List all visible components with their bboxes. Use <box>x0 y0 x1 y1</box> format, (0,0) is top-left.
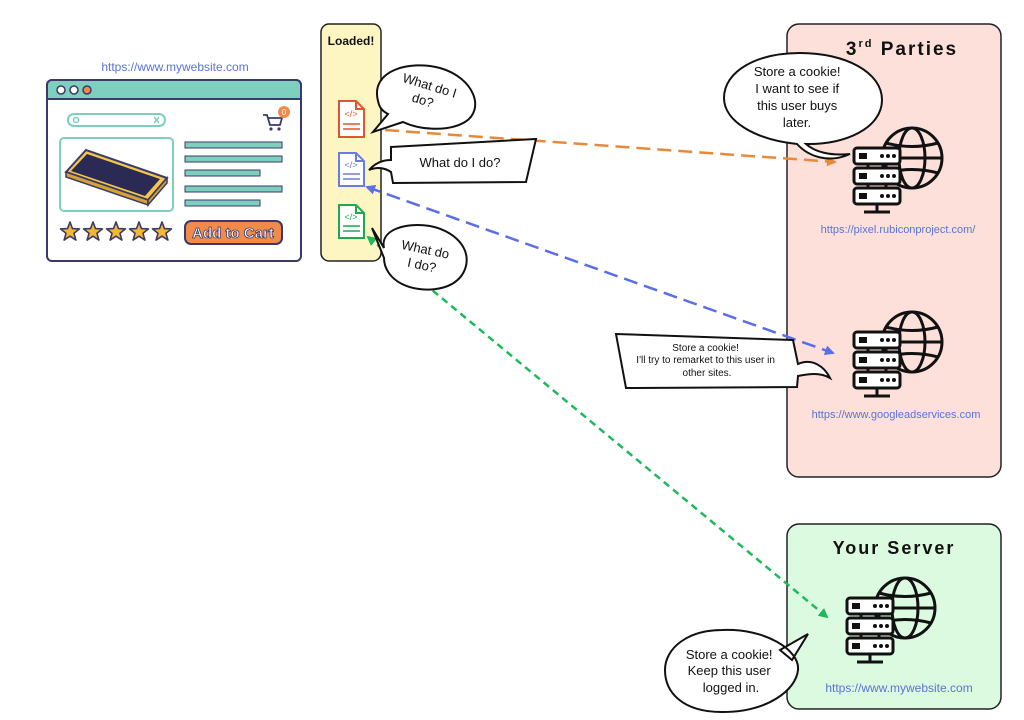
star-icon <box>128 221 150 241</box>
bubble-your-server: Store a cookie! Keep this user logged in… <box>663 628 809 714</box>
clear-icon <box>153 116 160 124</box>
add-to-cart-button[interactable]: Add to Cart <box>184 220 283 245</box>
phone-icon <box>64 148 169 208</box>
browser-title-bar <box>46 79 302 100</box>
svg-text:</>: </> <box>344 160 357 170</box>
add-to-cart-label: Add to Cart <box>192 225 274 242</box>
star-rating <box>59 221 173 241</box>
loaded-title: Loaded! <box>328 34 375 48</box>
your-server-title: Your Server <box>833 538 956 558</box>
star-icon <box>151 221 173 241</box>
your-server-url[interactable]: https://www.mywebsite.com <box>825 681 972 695</box>
product-image <box>59 137 174 212</box>
star-icon <box>82 221 104 241</box>
svg-text:Store a cookie! Keep thi: Store a cookie! Keep this user logged in… <box>686 647 776 695</box>
cart-count: 0 <box>282 108 287 117</box>
bubble-third-party-two: Store a cookie! I'll try to remarket to … <box>614 332 833 390</box>
svg-text:What do I do?: What do I do? <box>420 155 501 170</box>
star-icon <box>59 221 81 241</box>
script-tag-blue-icon: </> <box>338 152 365 187</box>
star-icon <box>105 221 127 241</box>
svg-text:Store a cookie! I'll try: Store a cookie! I'll try to remarket to … <box>636 343 777 379</box>
green-arrow <box>366 235 829 619</box>
server-one-url[interactable]: https://pixel.rubiconproject.com/ <box>821 224 977 236</box>
server-two-url[interactable]: https://www.googleadservices.com <box>812 409 981 421</box>
website-mockup: https://www.mywebsite.com 0 <box>46 60 302 262</box>
script-tag-green-icon: </> <box>338 204 365 239</box>
bubble-tag-two: What do I do? <box>368 137 538 185</box>
window-dots <box>56 85 92 95</box>
bubble-tag-three: What do I do? <box>371 224 468 291</box>
svg-text:</>: </> <box>344 212 357 222</box>
cart-icon[interactable]: 0 <box>263 106 290 131</box>
website-url[interactable]: https://www.mywebsite.com <box>101 60 248 74</box>
search-icon <box>72 116 80 124</box>
product-description-lines <box>184 141 283 207</box>
script-tag-orange-icon: </> <box>338 100 365 138</box>
bubble-tag-one: What do I do? <box>369 64 477 135</box>
search-bar[interactable] <box>67 113 166 127</box>
orange-arrow <box>384 128 837 167</box>
your-server-panel: Your Server https://www.mywebsite.com <box>786 523 1002 710</box>
loaded-panel: Loaded! </> </> </> <box>320 23 382 262</box>
svg-text:Store a cookie! I want t: Store a cookie! I want to see if this us… <box>754 64 844 130</box>
third-parties-title: 3rd Parties <box>846 38 958 60</box>
svg-text:</>: </> <box>344 109 357 119</box>
bubble-third-party-one: Store a cookie! I want to see if this us… <box>722 51 884 160</box>
